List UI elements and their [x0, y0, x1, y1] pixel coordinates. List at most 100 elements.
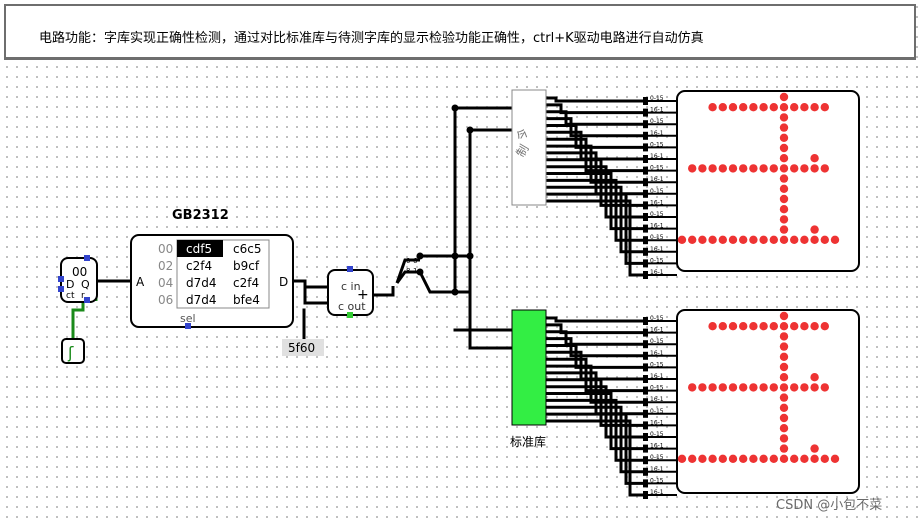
- row-splitter: [643, 421, 648, 430]
- led-dot: [769, 235, 778, 244]
- led-dot: [800, 322, 809, 331]
- led-dot: [769, 454, 778, 463]
- led-dot: [749, 322, 758, 331]
- wire: [546, 412, 643, 485]
- row-splitter: [643, 213, 648, 221]
- led-dot: [779, 225, 789, 234]
- led-dot: [779, 133, 789, 142]
- clock-input[interactable]: ʃ: [61, 338, 85, 364]
- counter-ct-label: ct: [66, 291, 75, 301]
- led-dot: [728, 322, 738, 331]
- row-splitter: [643, 178, 648, 187]
- row-split-label: 16-1: [650, 443, 664, 450]
- row-splitter: [643, 201, 648, 210]
- rom-cell: c2f4: [186, 259, 212, 273]
- row-split-label: 16-1: [650, 223, 664, 230]
- row-split-label: 0-15: [650, 141, 664, 148]
- row-splitter: [643, 363, 648, 372]
- row-split-label: 16-1: [650, 350, 664, 357]
- led-dot: [810, 154, 819, 163]
- led-dot: [688, 383, 697, 392]
- wire: [546, 103, 643, 115]
- row-splitter: [643, 271, 648, 279]
- clock-icon: ʃ: [67, 343, 74, 362]
- wire: [546, 419, 643, 497]
- description-panel: 电路功能：字库实现正确性检测，通过对比标准库与待测字库的显示检验功能正确性，ct…: [4, 4, 916, 60]
- row-split-label: 16-1: [650, 489, 664, 496]
- led-dot: [677, 235, 687, 244]
- rom-address: 04: [158, 276, 173, 290]
- row-split-label: 0-15: [650, 118, 664, 125]
- adder-cin-label: c in: [341, 280, 361, 293]
- row-splitter: [643, 247, 648, 256]
- adder[interactable]: c in c out +: [327, 266, 374, 318]
- led-dot: [708, 383, 717, 392]
- led-dot: [779, 454, 789, 463]
- wire: [546, 316, 643, 323]
- constant-5f60[interactable]: 5f60: [282, 339, 324, 356]
- wire: [546, 117, 643, 138]
- led-dot: [698, 235, 707, 244]
- row-split-label: 16-1: [650, 246, 664, 253]
- led-dot: [688, 235, 697, 244]
- row-splitter: [643, 340, 648, 349]
- wire: [373, 286, 395, 297]
- led-dot: [779, 92, 789, 102]
- wire-junction: [416, 252, 424, 260]
- led-dot: [708, 322, 717, 331]
- library-under-test[interactable]: 制 今: [511, 89, 547, 206]
- row-split-label: 0-15: [650, 385, 664, 392]
- row-splitter: [643, 351, 648, 360]
- row-splitter: [643, 433, 648, 441]
- row-split-label: 0-15: [650, 257, 664, 264]
- led-dot: [779, 413, 789, 423]
- led-display-test: [676, 90, 860, 272]
- led-dot: [749, 235, 758, 244]
- led-dot: [779, 332, 789, 341]
- led-dot: [698, 164, 707, 173]
- rom-sel-pin: [185, 323, 191, 329]
- row-splitter: [643, 317, 648, 325]
- led-dot: [688, 454, 697, 463]
- rom-address: 06: [158, 293, 173, 307]
- description-text: 电路功能：字库实现正确性检测，通过对比标准库与待测字库的显示检验功能正确性，ct…: [39, 31, 704, 46]
- led-dot: [749, 454, 758, 463]
- row-splitter: [643, 398, 648, 407]
- led-dot: [800, 383, 809, 392]
- row-split-label: 16-1: [650, 130, 664, 137]
- led-dot: [810, 103, 819, 112]
- led-dot: [739, 454, 748, 463]
- rom-address: 02: [158, 259, 173, 273]
- row-splitter: [643, 236, 648, 245]
- led-dot: [779, 143, 789, 153]
- led-dot: [759, 103, 768, 112]
- led-dot: [718, 235, 727, 244]
- led-dot: [779, 154, 789, 163]
- wire: [546, 192, 643, 265]
- row-split-label: 0-15: [650, 408, 664, 415]
- led-dot: [779, 184, 789, 193]
- rom-cell: b9cf: [233, 259, 260, 273]
- adder-cout-label: c out: [338, 300, 366, 313]
- wire: [546, 185, 643, 254]
- led-dot: [769, 103, 778, 112]
- wire: [293, 279, 328, 289]
- row-split-label: 0-15: [650, 188, 664, 195]
- rom-address: 00: [158, 242, 173, 256]
- row-split-label: 0-15: [650, 234, 664, 241]
- row-splitter: [643, 131, 648, 140]
- led-dot: [800, 454, 809, 463]
- led-dot: [779, 373, 789, 382]
- led-dot: [708, 235, 717, 244]
- row-split-label: 16-1: [650, 269, 664, 276]
- counter[interactable]: 00 D Q ct r: [58, 255, 98, 303]
- rom-cell: d7d4: [186, 276, 217, 290]
- led-dot: [820, 322, 829, 331]
- wire: [418, 271, 470, 294]
- standard-library[interactable]: 标准库: [510, 309, 547, 449]
- led-dot: [708, 164, 717, 173]
- led-dot: [779, 215, 789, 224]
- row-splitter: [643, 479, 648, 488]
